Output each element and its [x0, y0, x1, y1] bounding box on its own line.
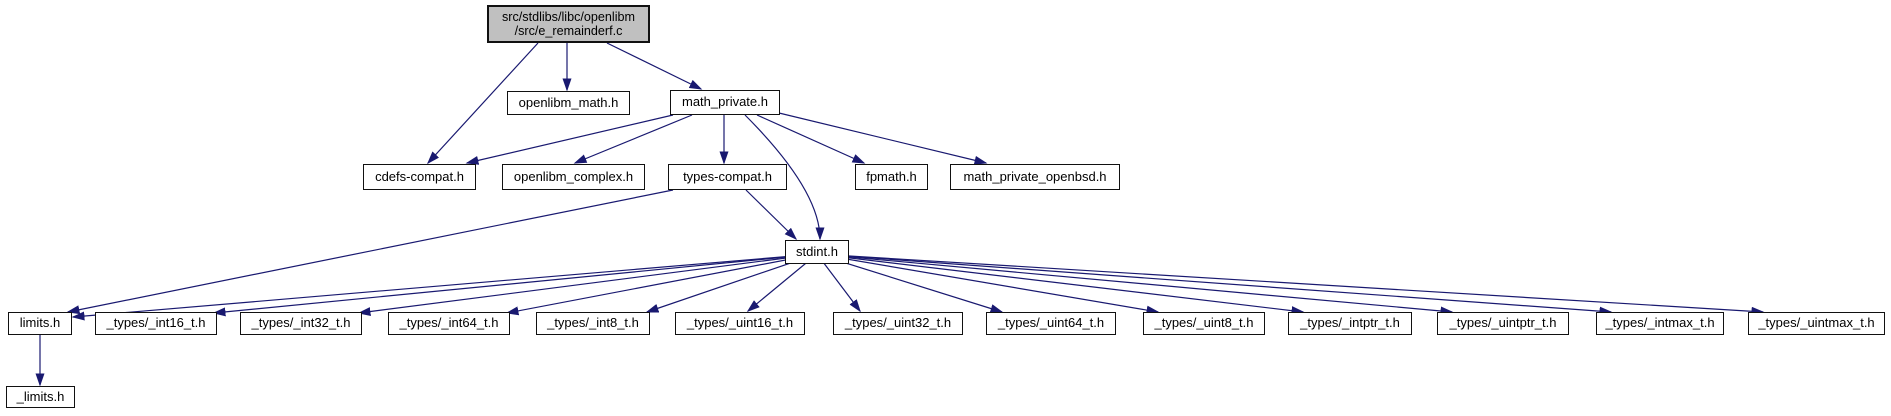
node-limits[interactable]: limits.h: [8, 312, 72, 335]
node-uintmax[interactable]: _types/_uintmax_t.h: [1748, 312, 1885, 335]
node-label: _types/_int32_t.h: [251, 315, 351, 331]
node-label: _types/_int8_t.h: [547, 315, 639, 331]
edge-root-cdefs-compat: [426, 42, 539, 165]
node-cdefs-compat[interactable]: cdefs-compat.h: [363, 164, 476, 190]
edge-math-private-fpmath: [756, 114, 866, 164]
node-label: _types/_intptr_t.h: [1300, 315, 1400, 331]
node-uint32[interactable]: _types/_uint32_t.h: [833, 312, 963, 335]
node-label: _types/_uint8_t.h: [1154, 315, 1254, 331]
node-label: _types/_intmax_t.h: [1605, 315, 1715, 331]
edge-math-private-openlibm-complex: [573, 114, 693, 164]
node-uintptr[interactable]: _types/_uintptr_t.h: [1437, 312, 1569, 335]
node-fpmath[interactable]: fpmath.h: [855, 164, 928, 190]
node-label: stdint.h: [796, 243, 838, 259]
node-limits-underscore[interactable]: _limits.h: [6, 386, 75, 408]
node-types-compat[interactable]: types-compat.h: [668, 164, 787, 190]
node-label: _limits.h: [16, 388, 65, 404]
node-openlibm-complex[interactable]: openlibm_complex.h: [502, 164, 645, 190]
edge-stdint-int64: [505, 253, 818, 316]
node-label: _types/_uintptr_t.h: [1449, 315, 1557, 331]
edge-root-math-private: [606, 42, 703, 90]
node-label: fpmath.h: [866, 168, 917, 184]
node-openlibm-math[interactable]: openlibm_math.h: [507, 91, 630, 115]
edge-stdint-uint8: [816, 253, 1160, 315]
edge-stdint-uintptr: [816, 253, 1454, 316]
edge-types-compat-stdint: [745, 189, 798, 241]
node-root: src/stdlibs/libc/openlibm /src/e_remaind…: [487, 5, 650, 43]
node-label: limits.h: [19, 315, 61, 331]
node-label: math_private_openbsd.h: [963, 168, 1107, 184]
node-math-private[interactable]: math_private.h: [670, 90, 780, 115]
node-label: _types/_int16_t.h: [106, 315, 206, 331]
node-uint16[interactable]: _types/_uint16_t.h: [675, 312, 805, 335]
node-label: openlibm_complex.h: [513, 168, 634, 184]
node-stdint[interactable]: stdint.h: [785, 240, 849, 264]
node-label: _types/_uint64_t.h: [997, 315, 1105, 331]
edge-stdint-int16: [212, 253, 818, 317]
node-int16[interactable]: _types/_int16_t.h: [95, 312, 217, 335]
node-label: _types/_uint32_t.h: [844, 315, 952, 331]
node-label: openlibm_math.h: [518, 94, 619, 110]
node-math-private-openbsd[interactable]: math_private_openbsd.h: [950, 164, 1120, 190]
node-label: cdefs-compat.h: [375, 168, 464, 184]
node-intptr[interactable]: _types/_intptr_t.h: [1288, 312, 1412, 335]
node-label: _types/_int64_t.h: [399, 315, 499, 331]
node-int64[interactable]: _types/_int64_t.h: [388, 312, 510, 335]
edge-stdint-int32: [357, 253, 818, 316]
edge-stdint-limits: [71, 253, 818, 321]
edge-stdint-intmax: [816, 253, 1613, 316]
node-uint8[interactable]: _types/_uint8_t.h: [1143, 312, 1265, 335]
node-label: _types/_uint16_t.h: [686, 315, 794, 331]
node-label: src/stdlibs/libc/openlibm /src/e_remaind…: [502, 9, 635, 38]
node-label: math_private.h: [682, 94, 768, 110]
edge-math-private-cdefs-compat: [465, 114, 674, 165]
node-int32[interactable]: _types/_int32_t.h: [240, 312, 362, 335]
edge-math-private-stdint: [744, 114, 825, 241]
node-intmax[interactable]: _types/_intmax_t.h: [1596, 312, 1724, 335]
edge-types-compat-limits: [66, 189, 674, 315]
edge-stdint-intptr: [816, 253, 1305, 316]
node-uint64[interactable]: _types/_uint64_t.h: [986, 312, 1116, 335]
node-int8[interactable]: _types/_int8_t.h: [536, 312, 650, 335]
node-label: _types/_uintmax_t.h: [1758, 315, 1875, 331]
node-label: types-compat.h: [683, 168, 772, 184]
edge-stdint-uintmax: [816, 253, 1765, 316]
edge-math-private-math-private-openbsd: [778, 112, 988, 165]
